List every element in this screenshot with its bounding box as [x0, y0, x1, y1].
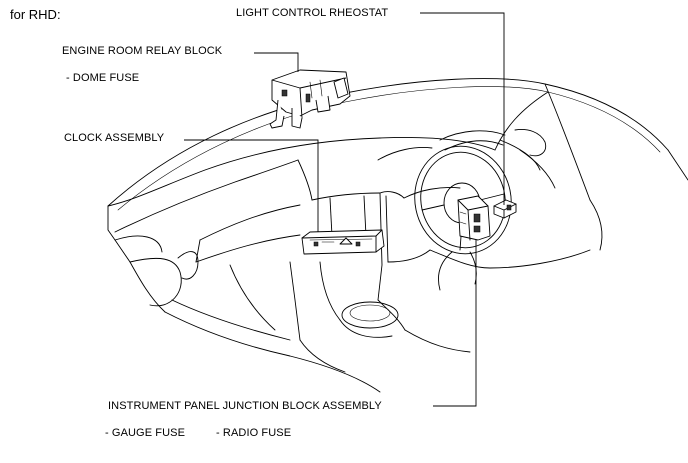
clock-assembly: [301, 229, 385, 255]
clock-assembly-label: CLOCK ASSEMBLY: [64, 132, 165, 144]
engine-room-relay-block: [269, 69, 351, 129]
gauge-fuse-label: - GAUGE FUSE: [105, 427, 186, 439]
light-control-rheostat-label: LIGHT CONTROL RHEOSTAT: [236, 7, 389, 19]
leader-lines: [184, 12, 505, 407]
dome-fuse-label: - DOME FUSE: [66, 72, 140, 84]
instrument-panel-junction-block-label: INSTRUMENT PANEL JUNCTION BLOCK ASSEMBLY: [108, 400, 382, 412]
instrument-panel-junction-block: [457, 195, 491, 241]
light-control-rheostat: [493, 199, 517, 219]
engine-room-relay-block-label: ENGINE ROOM RELAY BLOCK: [62, 45, 223, 57]
dashboard-outline: [107, 78, 688, 393]
radio-fuse-label: - RADIO FUSE: [216, 427, 292, 439]
diagram-title: for RHD:: [10, 7, 61, 22]
